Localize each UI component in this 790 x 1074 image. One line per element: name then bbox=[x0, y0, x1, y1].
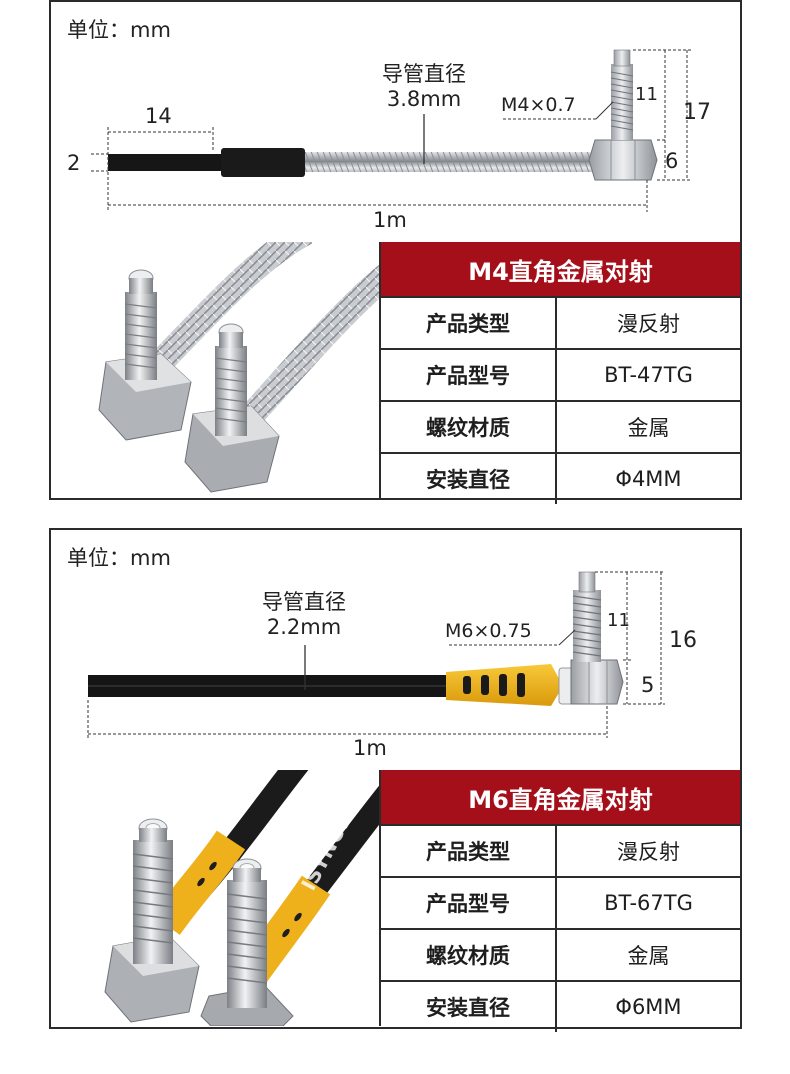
row-value: Φ6MM bbox=[615, 995, 682, 1019]
dim-total-height: 17 bbox=[683, 100, 711, 125]
cable-sleeve bbox=[221, 148, 305, 177]
table-title: M6直角金属对射 bbox=[381, 770, 740, 826]
table-row: 产品类型 漫反射 bbox=[381, 298, 740, 350]
tube-1 bbox=[141, 242, 313, 382]
dim-nut-height: 5 bbox=[641, 673, 655, 697]
product-panel-m6: 单位：mm bbox=[49, 528, 742, 1032]
dim-total-length: 1m bbox=[353, 736, 387, 760]
table-row: 产品型号 BT-67TG bbox=[381, 878, 740, 930]
spec-table-m6: M6直角金属对射 产品类型 漫反射 产品型号 BT-67TG 螺纹材质 金属 安… bbox=[381, 770, 740, 1032]
metal-tube bbox=[305, 152, 595, 172]
dim-total-length: 1m bbox=[373, 208, 407, 232]
photo-bolt-1 bbox=[133, 840, 173, 964]
sensor-drawing-m4 bbox=[91, 49, 691, 212]
tube-label-line2: 3.8mm bbox=[386, 87, 462, 111]
table-row: 螺纹材质 金属 bbox=[381, 402, 740, 454]
tube-label-line2: 2.2mm bbox=[266, 615, 342, 639]
dim-nut-height: 6 bbox=[665, 149, 679, 173]
dim-thread-length: 11 bbox=[607, 610, 630, 631]
dimension-drawing-m4: 单位：mm bbox=[51, 2, 740, 244]
cable-black bbox=[108, 154, 223, 171]
table-row: 安装直径 Φ4MM bbox=[381, 454, 740, 504]
row-label: 安装直径 bbox=[381, 454, 557, 504]
tube-2 bbox=[231, 264, 379, 436]
row-value: BT-67TG bbox=[604, 891, 693, 915]
row-label: 产品型号 bbox=[381, 350, 557, 400]
thread-spec-label: M4×0.7 bbox=[501, 94, 576, 116]
tube-label-line1: 导管直径 bbox=[262, 590, 346, 614]
unit-label: 单位：mm bbox=[67, 546, 171, 570]
tube-label-line1: 导管直径 bbox=[382, 62, 466, 86]
row-value: 漫反射 bbox=[617, 312, 680, 336]
tube-diameter-label: 导管直径 3.8mm bbox=[369, 62, 479, 112]
sensor-photo-m4 bbox=[98, 242, 379, 493]
spec-table-m4: M4直角金属对射 产品类型 漫反射 产品型号 BT-47TG 螺纹材质 金属 安… bbox=[381, 242, 740, 504]
row-value: 漫反射 bbox=[617, 840, 680, 864]
dimension-drawing-m6: 单位：mm bbox=[51, 530, 740, 772]
unit-label: 单位：mm bbox=[67, 18, 171, 42]
row-label: 安装直径 bbox=[381, 982, 557, 1032]
row-value: 金属 bbox=[627, 944, 670, 968]
row-label: 产品型号 bbox=[381, 878, 557, 928]
dim-cable-dia: 2 bbox=[67, 151, 81, 175]
product-photo-m4 bbox=[51, 242, 381, 498]
row-value: Φ4MM bbox=[615, 467, 682, 491]
dim-total-height: 16 bbox=[669, 628, 697, 653]
table-title: M4直角金属对射 bbox=[381, 242, 740, 298]
table-row: 产品类型 漫反射 bbox=[381, 826, 740, 878]
row-label: 螺纹材质 bbox=[381, 402, 557, 452]
sensor-drawing-m6 bbox=[87, 571, 665, 738]
row-label: 产品类型 bbox=[381, 298, 557, 348]
row-value: 金属 bbox=[627, 416, 670, 440]
thread-spec-label: M6×0.75 bbox=[445, 620, 532, 642]
dim-cable-tip: 14 bbox=[145, 104, 172, 128]
sensor-photo-m6: ISYNCWAKE bbox=[104, 770, 379, 1026]
product-photo-m6: ISYNCWAKE bbox=[51, 770, 381, 1026]
tube-diameter-label: 导管直径 2.2mm bbox=[249, 590, 359, 640]
dim-thread-length: 11 bbox=[635, 84, 658, 105]
row-label: 螺纹材质 bbox=[381, 930, 557, 980]
hex-nut bbox=[570, 659, 624, 705]
row-value: BT-47TG bbox=[604, 363, 693, 387]
table-row: 安装直径 Φ6MM bbox=[381, 982, 740, 1032]
table-row: 螺纹材质 金属 bbox=[381, 930, 740, 982]
row-label: 产品类型 bbox=[381, 826, 557, 876]
product-panel-m4: 单位：mm bbox=[49, 0, 742, 504]
hex-nut bbox=[588, 139, 658, 181]
table-row: 产品型号 BT-47TG bbox=[381, 350, 740, 402]
